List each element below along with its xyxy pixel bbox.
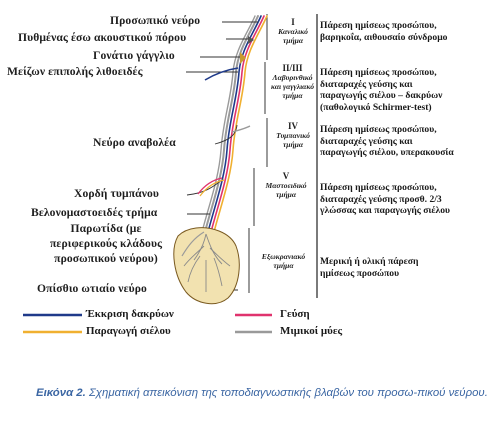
nerve-strand-taste — [210, 15, 265, 233]
nerve-strand-outer — [201, 15, 256, 233]
nerve-strand-mimic — [204, 15, 259, 233]
segment-2-name: Λαβυρινθικό και γαγγλιακό τμήμα — [270, 73, 315, 100]
symptom-line: (παθολογικό Schirmer-test) — [320, 101, 432, 113]
symptom-line: Πάρεση ημίσεως προσώπου, — [320, 20, 437, 31]
segment-2: II/III Λαβυρινθικό και γαγγλιακό τμήμα — [268, 63, 317, 101]
segment-4: V Μαστοειδικό τμήμα — [257, 171, 315, 200]
symptoms-5: Μερική ή ολική πάρεση ημίσεως προσώπου — [320, 256, 418, 279]
caption-text: Σχηματική απεικόνιση της τοποδιαγνωστική… — [88, 387, 488, 399]
symptom-line: ημίσεως προσώπου — [320, 267, 400, 279]
label-parotida: Παρωτίδα (με περιφερικούς κλάδους προσωπ… — [49, 222, 163, 265]
label-gonatio: Γονάτιο γάγγλιο — [93, 49, 175, 62]
symptom-line: Μερική ή ολική πάρεση — [320, 256, 419, 267]
segment-3: IV Τυμπανικό τμήμα — [270, 121, 316, 150]
segment-4-num: V — [282, 171, 290, 181]
ganglion-mark — [240, 52, 246, 64]
symptoms-2: Πάρεση ημίσεως προσώπου, διαταραχές γεύσ… — [320, 67, 442, 113]
posterior-auricular-branch — [181, 231, 205, 257]
symptom-line: διαταραχές γεύσης και — [320, 78, 413, 90]
legend-mimikoi: Μιμικοί μύες — [280, 325, 343, 337]
label-opisthio: Οπίσθιο ωτιαίο νεύρο — [37, 282, 147, 295]
chorda-tympani-branch — [197, 177, 223, 195]
label-meizon: Μείζων επιπολής λιθοειδές — [7, 65, 143, 78]
stapedius-branch — [231, 125, 251, 133]
nerve-bundle — [201, 15, 268, 233]
label-anavolea: Νεύρο αναβολέα — [93, 136, 176, 149]
peripheral-branches — [183, 233, 231, 292]
figure-caption: Εικόνα 2. Σχηματική απεικόνιση της τοποδ… — [36, 386, 491, 401]
symptom-line: διαταραχές γεύσης και — [320, 135, 413, 147]
parotid-gland — [173, 227, 240, 305]
segment-brackets — [248, 14, 268, 293]
label-pythmenas: Πυθμένας έσω ακουστικού πόρου — [18, 31, 187, 44]
segment-1-name: Καναλικό τμήμα — [278, 27, 308, 45]
symptom-line: Πάρεση ημίσεως προσώπου, — [320, 124, 437, 135]
symptom-line: γλώσσας και παραγωγής σιέλου — [320, 205, 450, 217]
symptoms-3: Πάρεση ημίσεως προσώπου, διαταραχές γεύσ… — [320, 124, 454, 159]
symptom-line: Πάρεση ημίσεως προσώπου, — [320, 182, 437, 193]
segment-5: Εξωκρανιακό τμήμα — [252, 252, 315, 270]
nerve-strand-saliva — [213, 15, 268, 233]
symptoms-1: Πάρεση ημίσεως προσώπου, βαρηκοΐα, αιθου… — [320, 20, 447, 43]
segment-1-num: I — [291, 17, 295, 27]
legend-dakrya: Έκκριση δακρύων — [86, 308, 174, 320]
segment-1: I Καναλικό τμήμα — [270, 17, 316, 46]
fundus-mark — [248, 36, 254, 44]
segment-3-name: Τυμπανικό τμήμα — [276, 131, 310, 149]
symptom-line: βαρηκοΐα, αιθουσαίο σύνδρομο — [320, 31, 448, 43]
label-chordi: Χορδή τυμπάνου — [74, 187, 160, 200]
segment-4-name: Μαστοειδικό τμήμα — [265, 181, 307, 199]
legend-geusi: Γεύση — [280, 308, 310, 320]
label-prosopiko: Προσωπικό νεύρο — [110, 14, 201, 27]
chorda-saliva-strand — [199, 179, 225, 197]
symptoms-4: Πάρεση ημίσεως προσώπου, διαταραχές γεύσ… — [320, 182, 450, 217]
label-velono: Βελονομαστοειδές τρήμα — [31, 206, 158, 219]
symptom-line: παραγωγής σιέλου – δακρύων — [320, 90, 443, 102]
legend-sielos: Παραγωγή σιέλου — [86, 325, 171, 337]
symptom-line: Πάρεση ημίσεως προσώπου, — [320, 67, 437, 78]
nerve-strand-lacrimal — [207, 15, 262, 233]
symptom-line: παραγωγής σιέλου, υπερακουσία — [320, 147, 454, 159]
segment-3-num: IV — [287, 121, 298, 131]
caption-prefix: Εικόνα 2. — [36, 387, 86, 399]
segment-2-num: II/III — [282, 63, 303, 73]
segment-5-name: Εξωκρανιακό τμήμα — [261, 252, 306, 270]
symptom-line: διαταραχές γεύσης προσθ. 2/3 — [320, 193, 442, 205]
greater-petrosal-branch — [204, 67, 239, 81]
